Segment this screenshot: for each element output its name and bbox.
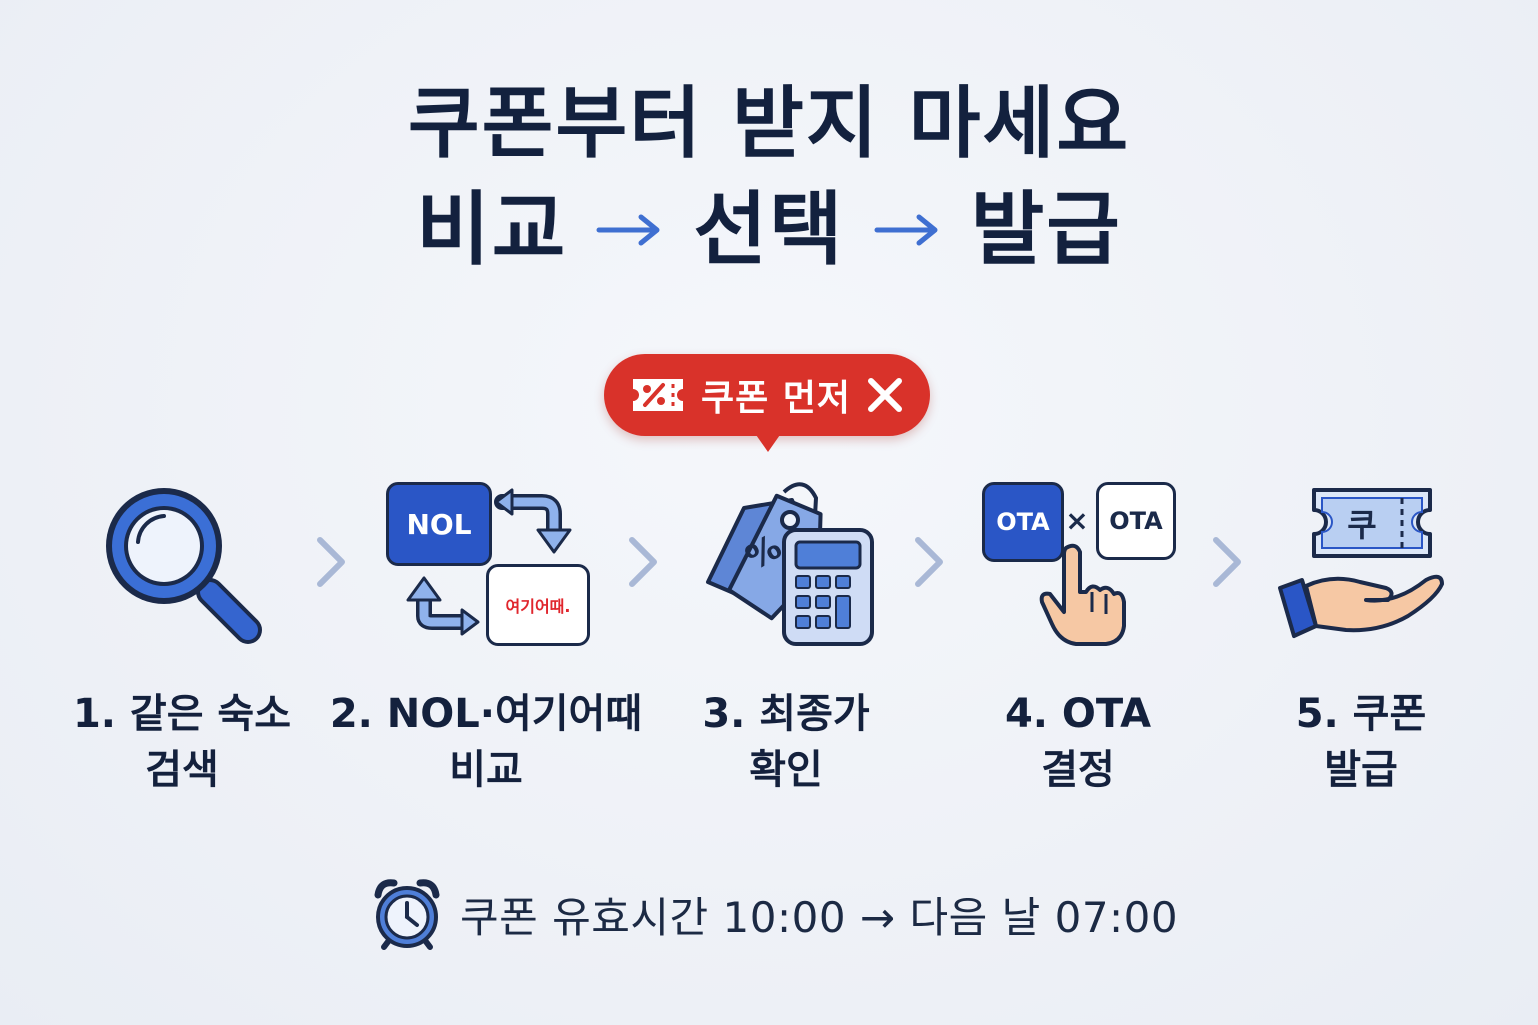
coupon-hand-icon: 쿠 (1276, 484, 1448, 644)
flow-title: 비교 선택 발급 (0, 182, 1538, 278)
headline: 쿠폰부터 받지 마세요 (407, 79, 1131, 169)
step-3-title: 3. 최종가 (702, 691, 870, 737)
chevron-right-icon (1213, 537, 1241, 587)
step-2-label: 2. NOL·여기어때 비교 (321, 686, 651, 798)
discount-ticket-icon (632, 379, 683, 411)
badge-pointer (754, 432, 782, 452)
right-arrow-icon (596, 214, 660, 246)
coupon-ticket-icon (1312, 488, 1432, 558)
flow-word-compare: 비교 (416, 183, 568, 276)
step-3-subtitle: 확인 (749, 747, 823, 793)
right-arrow-icon (874, 214, 938, 246)
price-tag-calculator-icon: % (706, 482, 874, 646)
pointing-hand-icon (1039, 543, 1126, 646)
step-2-title: 2. NOL·여기어때 (329, 691, 643, 737)
alarm-clock-icon (374, 879, 440, 950)
compare-swap-icon: NOL 여기어때. (382, 480, 592, 648)
step-5-title: 5. 쿠폰 (1295, 691, 1427, 737)
step-2-subtitle: 비교 (449, 747, 523, 793)
select-hand-icon: OTA × OTA (978, 478, 1178, 650)
yeogi-logo: 여기어때. (486, 564, 590, 646)
step-1-label: 1. 같은 숙소 검색 (17, 686, 347, 798)
ota-option-a: OTA (982, 482, 1064, 562)
chevron-right-icon (915, 537, 943, 587)
nol-logo: NOL (386, 482, 492, 566)
step-4-subtitle: 결정 (1041, 747, 1115, 793)
flow-word-select: 선택 (693, 183, 845, 276)
times-sign: × (1065, 503, 1089, 537)
badge-text: 쿠폰 먼저 (700, 378, 851, 419)
chevron-right-icon (629, 537, 657, 587)
swap-arrow-icon (494, 488, 572, 554)
open-hand-icon (1278, 574, 1444, 638)
ota-option-b: OTA (1096, 482, 1176, 560)
chevron-right-icon (317, 537, 345, 587)
coupon-validity-note: 쿠폰 유효시간 10:00 → 다음 날 07:00 (372, 874, 1178, 954)
step-3-label: 3. 최종가 확인 (621, 686, 951, 798)
swap-arrow-icon (406, 576, 480, 636)
step-1-title: 1. 같은 숙소 (72, 691, 292, 737)
validity-text: 쿠폰 유효시간 10:00 → 다음 날 07:00 (460, 892, 1179, 942)
step-4-label: 4. OTA 결정 (913, 686, 1243, 798)
step-1-subtitle: 검색 (145, 747, 219, 793)
x-icon (868, 378, 902, 412)
flow-word-issue: 발급 (970, 183, 1122, 276)
coupon-first-warning-badge: 쿠폰 먼저 (604, 354, 930, 452)
magnifier-icon (106, 488, 262, 644)
step-4-title: 4. OTA (1004, 691, 1152, 737)
step-5-label: 5. 쿠폰 발급 (1196, 686, 1526, 798)
step-5-subtitle: 발급 (1324, 747, 1398, 793)
coupon-text: 쿠 (1347, 506, 1377, 544)
